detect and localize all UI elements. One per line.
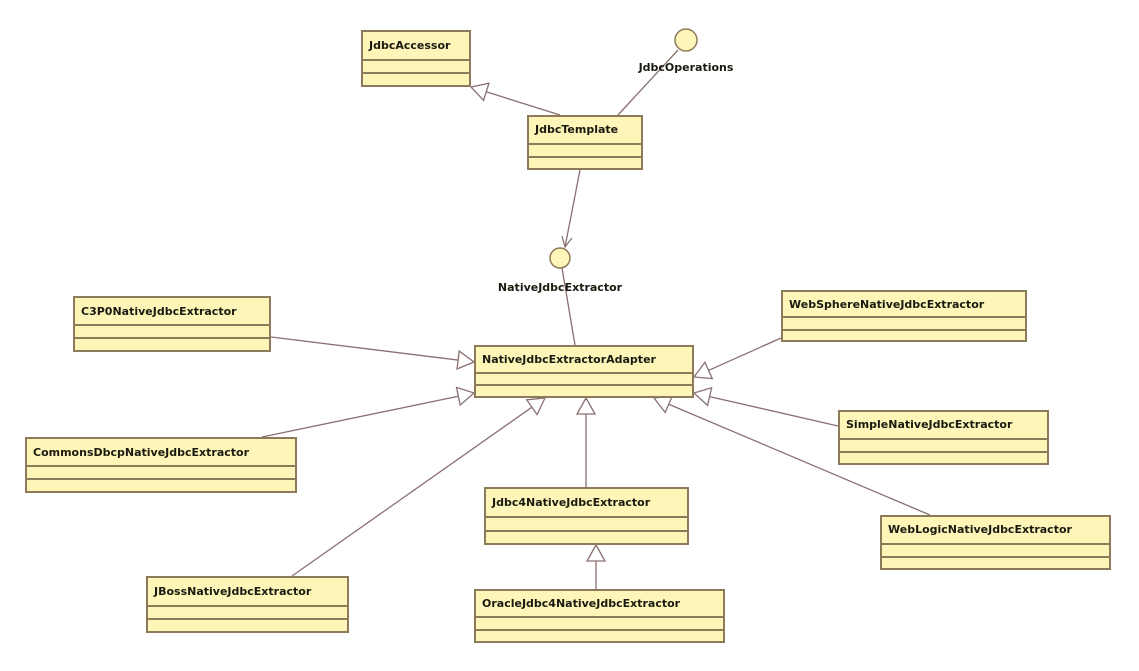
generalization-arrowhead	[692, 386, 713, 407]
class-attributes	[486, 518, 687, 532]
class-attributes	[476, 618, 723, 631]
generalization-arrowhead	[692, 360, 714, 380]
generalization-arrowhead	[456, 349, 476, 371]
class-jdbc-template[interactable]: JdbcTemplate	[527, 115, 643, 170]
class-name: Jdbc4NativeJdbcExtractor	[486, 489, 687, 518]
generalization-websphere-to-adapter	[708, 337, 782, 372]
generalization-c3p0-to-adapter	[270, 336, 459, 361]
generalization-arrowhead	[469, 82, 490, 102]
class-oracle-jdbc4[interactable]: OracleJdbc4NativeJdbcExtractor	[474, 589, 725, 643]
class-name: JBossNativeJdbcExtractor	[148, 578, 347, 607]
class-simple[interactable]: SimpleNativeJdbcExtractor	[838, 410, 1049, 465]
class-name: C3P0NativeJdbcExtractor	[75, 298, 269, 326]
class-attributes	[840, 440, 1047, 453]
interface-circle-jdbc-operations	[674, 28, 698, 52]
class-attributes	[27, 467, 295, 481]
class-websphere[interactable]: WebSphereNativeJdbcExtractor	[781, 290, 1027, 342]
generalization-weblogic-to-adapter	[668, 403, 931, 516]
class-adapter[interactable]: NativeJdbcExtractorAdapter	[474, 345, 694, 398]
class-name: SimpleNativeJdbcExtractor	[840, 412, 1047, 440]
realization-adapter-to-native_jdbc_extractor	[561, 267, 576, 346]
class-jdbc-accessor[interactable]: JdbcAccessor	[361, 30, 471, 87]
class-c3p0[interactable]: C3P0NativeJdbcExtractor	[73, 296, 271, 352]
class-name: CommonsDbcpNativeJdbcExtractor	[27, 439, 295, 467]
generalization-arrowhead	[585, 543, 607, 562]
generalization-simple-to-adapter	[709, 395, 839, 427]
class-name: NativeJdbcExtractorAdapter	[476, 347, 692, 374]
generalization-arrowhead	[455, 386, 476, 407]
class-attributes	[529, 145, 641, 158]
class-name: WebLogicNativeJdbcExtractor	[882, 517, 1109, 545]
dependency-jdbc_template-to-native_jdbc_extractor	[564, 169, 581, 248]
class-name: WebSphereNativeJdbcExtractor	[783, 292, 1025, 318]
class-jboss[interactable]: JBossNativeJdbcExtractor	[146, 576, 349, 633]
generalization-commons_dbcp-to-adapter	[261, 395, 459, 438]
class-attributes	[476, 374, 692, 387]
class-name: OracleJdbc4NativeJdbcExtractor	[476, 591, 723, 618]
class-attributes	[363, 61, 469, 75]
dependency-arrowhead	[561, 236, 573, 249]
class-jdbc4[interactable]: Jdbc4NativeJdbcExtractor	[484, 487, 689, 545]
class-weblogic[interactable]: WebLogicNativeJdbcExtractor	[880, 515, 1111, 570]
realization-jdbc_template-to-jdbc_operations	[617, 49, 679, 116]
interface-circle-native-jdbc-extractor	[549, 247, 571, 269]
generalization-arrowhead	[575, 396, 597, 415]
generalization-jdbc_template-to-jdbc_accessor	[486, 91, 561, 116]
class-name: JdbcTemplate	[529, 117, 641, 145]
generalization-jboss-to-adapter	[291, 406, 533, 577]
class-attributes	[882, 545, 1109, 558]
class-attributes	[783, 318, 1025, 331]
class-attributes	[75, 326, 269, 340]
interface-label-jdbc-operations: JdbcOperations	[638, 61, 734, 74]
interface-label-native-jdbc-extractor: NativeJdbcExtractor	[497, 281, 623, 294]
class-commons-dbcp[interactable]: CommonsDbcpNativeJdbcExtractor	[25, 437, 297, 493]
class-attributes	[148, 607, 347, 621]
class-name: JdbcAccessor	[363, 32, 469, 61]
generalization-arrowhead	[525, 397, 547, 416]
